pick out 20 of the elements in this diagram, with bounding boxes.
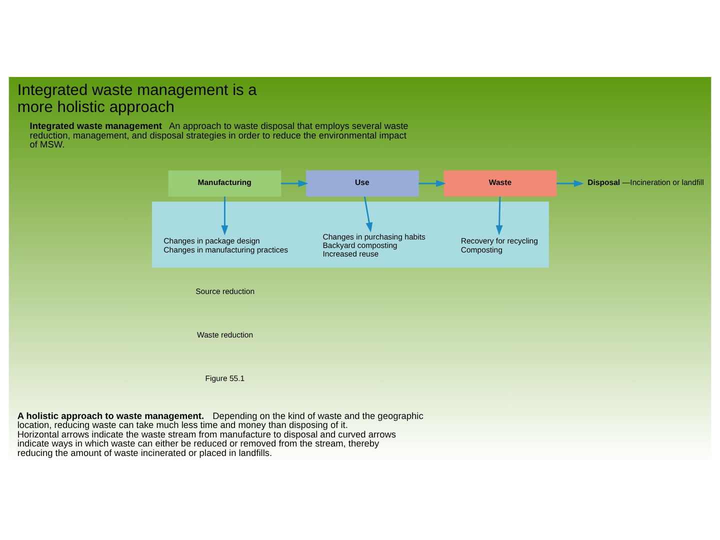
label: Source reduction <box>196 286 255 296</box>
label: A holistic approach to waste management. Depending on the kind of waste and the geographic location, reducing waste can take much less time and money than disposing of it. Horizontal arrows indicate the waste stream from manufacture to disposal and curved arrows indicate ways in which waste can either be reduced or removed from the stream, thereby reducing the amount of waste incinerated or placed in landfills. <box>17 410 424 458</box>
node-box: Use <box>306 170 419 196</box>
node-box: Manufacturing <box>168 170 282 196</box>
arrow <box>221 196 228 235</box>
diagram-title: Integrated waste management is a more holistic approach <box>17 82 257 116</box>
arrow <box>556 180 584 186</box>
node-box: Waste <box>444 170 557 196</box>
node-text: Changes in purchasing habits Backyard composting Increased reuse <box>322 232 426 258</box>
arrow <box>280 180 308 186</box>
label: Figure 55.1 <box>205 373 245 382</box>
arrow <box>364 196 373 232</box>
node-text: Disposal—Incineration or landfill <box>588 177 704 186</box>
node-text: Changes in package design Changes in manufacturing practices <box>164 236 288 254</box>
label: Waste reduction <box>197 330 254 339</box>
node-text: Recovery for recycling Composting <box>460 236 538 254</box>
cluster <box>152 201 549 268</box>
arrow <box>418 180 446 186</box>
arrow <box>496 196 503 235</box>
label: Integrated waste management An approach to waste disposal that employs several waste reduction, management, and disposal strategies in order to reduce the environmental impact of MSW. <box>30 120 408 150</box>
